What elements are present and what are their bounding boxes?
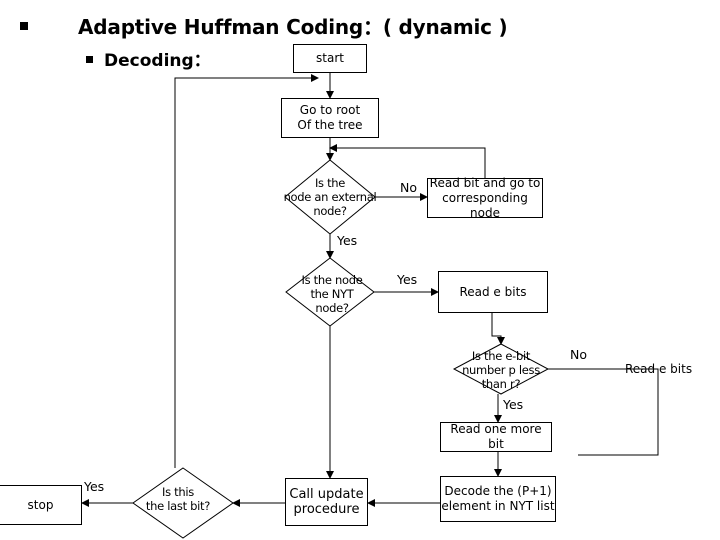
edge-last-loop	[174, 74, 319, 468]
diamond-is-last-bit	[132, 467, 234, 539]
edge-label-no-external: No	[400, 180, 417, 195]
stop-box: stop	[0, 485, 82, 525]
go-to-root-box: Go to root Of the tree	[281, 98, 379, 138]
is-nyt-label: Is the node the NYT node?	[301, 273, 363, 315]
start-box: start	[293, 44, 367, 73]
diamond-is-e-bit-less	[452, 343, 550, 395]
read-one-more-bit-box: Read one more bit	[440, 422, 552, 452]
edge-readbit-loop	[329, 144, 486, 178]
is-last-bit-label: Is this the last bit?	[145, 485, 211, 513]
read-e-bits-box: Read e bits	[438, 271, 548, 313]
title-bullet	[20, 22, 28, 30]
page-title: Adaptive Huffman Coding：( dynamic )	[78, 15, 508, 39]
edge-label-yes-nyt: Yes	[397, 272, 418, 287]
edge-reade-ebit	[491, 313, 505, 345]
edge-label-yes-ebit: Yes	[503, 397, 524, 412]
is-external-label: Is the node an external node?	[283, 176, 377, 218]
edge-label-no-ebit: No	[570, 347, 587, 362]
read-bit-box: Read bit and go to corresponding node	[427, 176, 543, 220]
read-e-bits-text: Read e bits	[625, 362, 693, 376]
diamond-is-nyt	[285, 257, 375, 327]
subtitle-bullet	[86, 56, 93, 63]
is-e-bit-less-label: Is the e-bit number p less than r?	[462, 349, 540, 391]
edge-ebit-no	[548, 368, 659, 456]
call-update-box: Call update procedure	[285, 478, 368, 526]
decode-box: Decode the (P+1) element in NYT list	[440, 476, 556, 522]
edge-label-yes-external: Yes	[337, 233, 358, 248]
section-subtitle: Decoding：	[104, 51, 211, 71]
edge-label-yes-last: Yes	[84, 479, 105, 494]
diamond-is-external	[284, 159, 376, 235]
